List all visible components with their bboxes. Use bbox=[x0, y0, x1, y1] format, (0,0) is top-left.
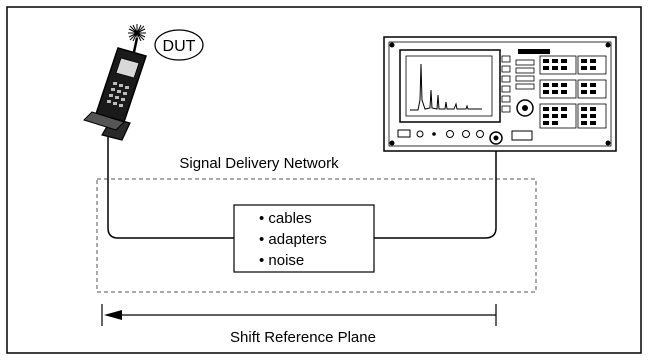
network-title: Signal Delivery Network bbox=[179, 155, 339, 172]
handheld-phone-icon bbox=[83, 24, 147, 141]
spectrum-analyzer-icon bbox=[383, 36, 617, 152]
dut-bubble bbox=[154, 29, 204, 61]
arrow-left-icon bbox=[104, 310, 122, 320]
figure-frame bbox=[6, 6, 642, 354]
reference-plane-label: Shift Reference Plane bbox=[230, 329, 376, 346]
cable-left bbox=[107, 128, 234, 239]
cable-right bbox=[374, 146, 497, 239]
network-item-adapters: • adapters bbox=[259, 231, 327, 248]
network-boundary bbox=[96, 178, 537, 293]
network-item-cables: • cables bbox=[259, 210, 312, 227]
dut-label: DUT bbox=[163, 38, 196, 55]
network-item-noise: • noise bbox=[259, 252, 304, 269]
